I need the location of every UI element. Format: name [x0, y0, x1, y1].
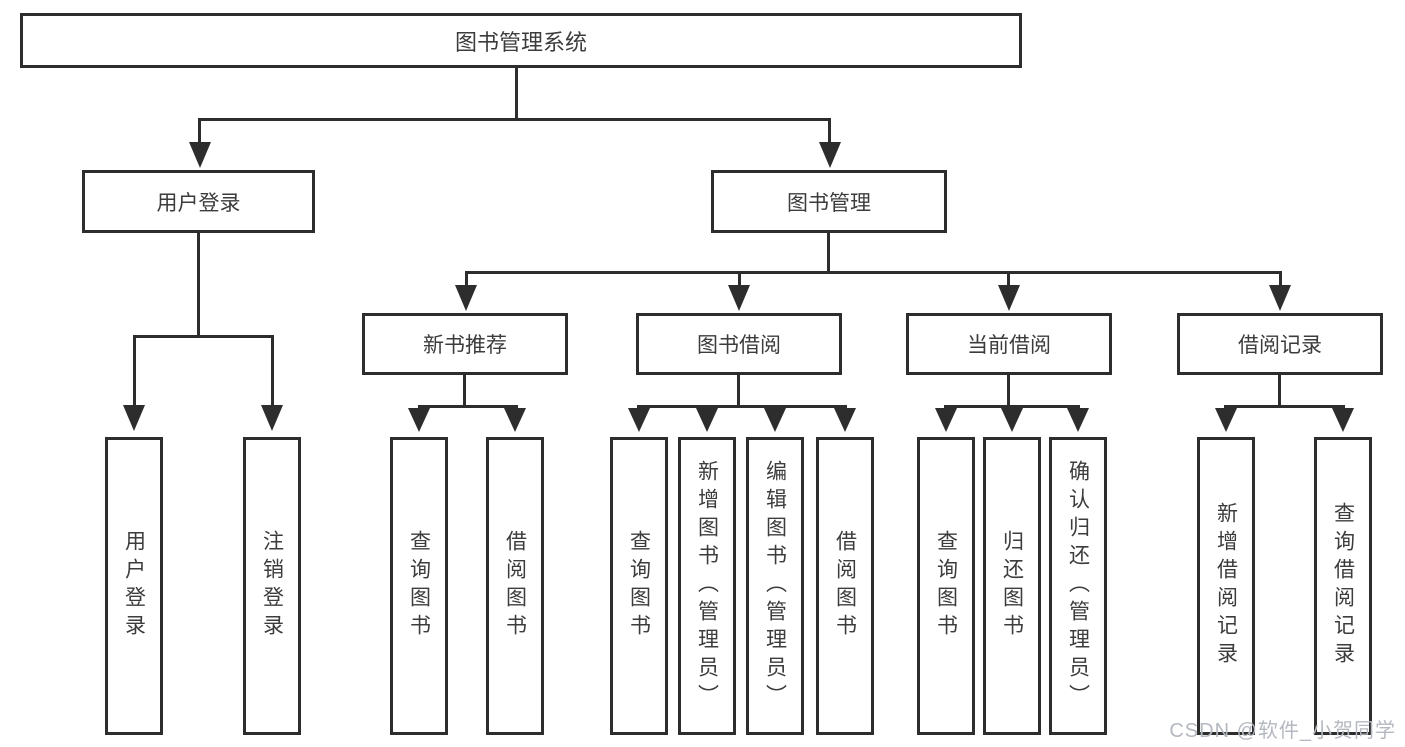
arrow-down-icon — [1067, 408, 1089, 432]
connector-line — [271, 335, 274, 407]
connector-line — [198, 118, 201, 144]
connector-line — [944, 405, 1080, 408]
arrow-down-icon — [1001, 408, 1023, 432]
connector-line — [133, 335, 274, 338]
arrow-down-icon — [1269, 285, 1291, 311]
node-user-login: 用户登录 — [82, 170, 315, 233]
node-current-borrow: 当前借阅 — [906, 313, 1112, 375]
arrow-down-icon — [1332, 408, 1354, 432]
connector-line — [738, 271, 741, 287]
arrow-down-icon — [504, 408, 526, 432]
arrow-down-icon — [123, 405, 145, 431]
connector-line — [737, 375, 740, 407]
arrow-down-icon — [728, 285, 750, 311]
connector-line — [1007, 375, 1010, 407]
leaf-query-books-recommend: 查询图书 — [390, 437, 448, 735]
connector-line — [1279, 271, 1282, 287]
leaf-borrow-books-recommend: 借阅图书 — [486, 437, 544, 735]
arrow-down-icon — [696, 408, 718, 432]
arrow-down-icon — [1215, 408, 1237, 432]
leaf-query-books-borrow: 查询图书 — [610, 437, 668, 735]
leaf-add-borrow-record: 新增借阅记录 — [1197, 437, 1255, 735]
connector-line — [1278, 375, 1281, 407]
connector-line — [1007, 271, 1010, 287]
leaf-edit-books-admin: 编辑图书（管理员） — [746, 437, 804, 735]
arrow-down-icon — [998, 285, 1020, 311]
node-new-book-recommend: 新书推荐 — [362, 313, 568, 375]
connector-line — [515, 68, 518, 120]
leaf-add-books-admin: 新增图书（管理员） — [678, 437, 736, 735]
node-book-management: 图书管理 — [711, 170, 947, 233]
leaf-user-login: 用户登录 — [105, 437, 163, 735]
connector-line — [197, 233, 200, 337]
arrow-down-icon — [819, 142, 841, 168]
connector-line — [828, 118, 831, 144]
node-borrow-records: 借阅记录 — [1177, 313, 1383, 375]
arrow-down-icon — [764, 408, 786, 432]
arrow-down-icon — [455, 285, 477, 311]
node-book-borrow: 图书借阅 — [636, 313, 842, 375]
leaf-query-borrow-record: 查询借阅记录 — [1314, 437, 1372, 735]
arrow-down-icon — [834, 408, 856, 432]
arrow-down-icon — [935, 408, 957, 432]
connector-line — [133, 335, 136, 407]
connector-line — [418, 405, 518, 408]
connector-line — [463, 375, 466, 407]
connector-line — [198, 118, 831, 121]
connector-line — [465, 271, 1282, 274]
leaf-confirm-return-admin: 确认归还（管理员） — [1049, 437, 1107, 735]
arrow-down-icon — [189, 142, 211, 168]
watermark: CSDN @软件_小贺同学 — [1169, 720, 1396, 742]
leaf-borrow-books: 借阅图书 — [816, 437, 874, 735]
connector-line — [1224, 405, 1345, 408]
arrow-down-icon — [408, 408, 430, 432]
arrow-down-icon — [628, 408, 650, 432]
node-library-system: 图书管理系统 — [20, 13, 1022, 68]
connector-line — [465, 271, 468, 287]
arrow-down-icon — [261, 405, 283, 431]
leaf-return-books: 归还图书 — [983, 437, 1041, 735]
connector-line — [827, 233, 830, 273]
leaf-query-books-current: 查询图书 — [917, 437, 975, 735]
connector-line — [637, 405, 847, 408]
leaf-logout: 注销登录 — [243, 437, 301, 735]
